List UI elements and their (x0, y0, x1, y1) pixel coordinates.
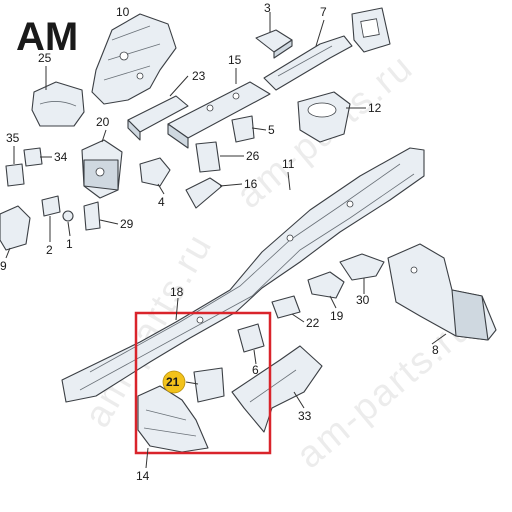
highlight-marker-21 (162, 370, 186, 394)
part-11-main-member (61, 147, 425, 403)
part-22 (271, 295, 301, 319)
callout-21: 21 (166, 375, 180, 389)
part-34 (23, 147, 43, 167)
callout-16: 16 (244, 177, 258, 191)
callout-5: 5 (268, 123, 275, 137)
part-15 (167, 81, 271, 149)
callout-20: 20 (96, 115, 110, 129)
part-16 (185, 177, 223, 209)
part-14 (137, 385, 209, 453)
callout-30: 30 (356, 293, 370, 307)
callout-15: 15 (228, 53, 242, 67)
part-26 (195, 141, 221, 173)
callout-34: 34 (54, 150, 68, 164)
part-19 (307, 271, 345, 299)
part-21 (193, 367, 225, 403)
part-33 (231, 345, 323, 433)
part-8 (387, 243, 497, 341)
highlight-box (134, 311, 272, 455)
part-35 (5, 163, 25, 187)
callout-10: 10 (116, 5, 130, 19)
part-12 (297, 91, 351, 143)
callout-12: 12 (368, 101, 382, 115)
leader-lines (5, 12, 447, 469)
callout-4: 4 (158, 195, 165, 209)
part-6 (237, 323, 265, 353)
part-10 (91, 13, 177, 105)
part-2 (41, 195, 61, 217)
callout-7: 7 (320, 5, 327, 19)
part-7 (263, 35, 353, 91)
callout-33: 33 (298, 409, 312, 423)
part-5 (231, 115, 255, 143)
part-25 (31, 81, 85, 127)
callout-6: 6 (252, 363, 259, 377)
part-20 (81, 139, 123, 199)
callout-numbers: 10 3 7 25 15 23 12 20 5 35 34 26 11 16 4… (0, 1, 439, 483)
callout-2: 2 (46, 243, 53, 257)
callout-11: 11 (282, 157, 295, 171)
callout-19: 19 (330, 309, 344, 323)
callout-22: 22 (306, 316, 320, 330)
part-1 (62, 210, 74, 222)
callout-35: 35 (6, 131, 20, 145)
part-29 (83, 201, 101, 231)
part-3 (255, 29, 293, 59)
callout-29: 29 (120, 217, 134, 231)
callout-18: 18 (170, 285, 184, 299)
part-4 (139, 157, 171, 187)
part-9-left (0, 205, 31, 251)
callout-3: 3 (264, 1, 271, 15)
callout-25: 25 (38, 51, 52, 65)
callout-26: 26 (246, 149, 260, 163)
callout-1: 1 (66, 237, 73, 251)
part-9-top (351, 7, 391, 53)
callout-23: 23 (192, 69, 206, 83)
callout-9: 9 (0, 259, 7, 273)
callout-14: 14 (136, 469, 150, 483)
part-23 (127, 95, 189, 141)
logo-am: AM (16, 15, 78, 59)
part-30 (339, 253, 385, 281)
callout-8: 8 (432, 343, 439, 357)
